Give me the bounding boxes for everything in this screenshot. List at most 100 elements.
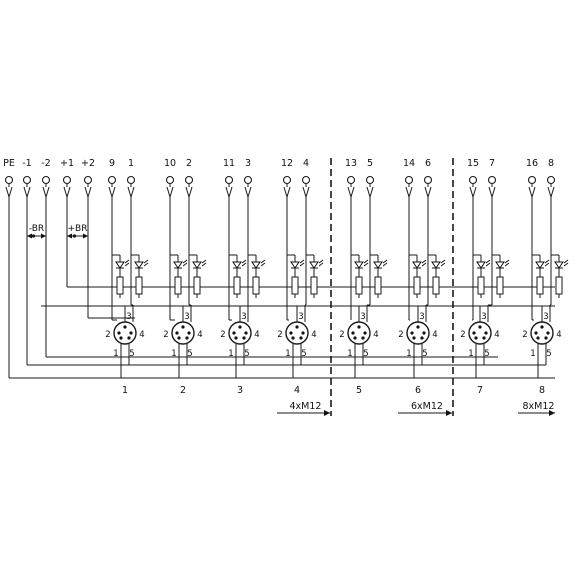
pin-dot xyxy=(117,331,121,335)
led-icon xyxy=(554,261,564,269)
resistors xyxy=(116,276,563,295)
bridge-arrow-icon xyxy=(27,233,32,239)
led-ray xyxy=(318,262,324,267)
pin-dot xyxy=(123,325,127,329)
pin-label: 1 xyxy=(530,349,535,359)
terminal-fork xyxy=(8,186,13,198)
pin-label: 1 xyxy=(171,349,176,359)
pin-dot xyxy=(127,336,131,340)
terminal-fork xyxy=(166,186,171,198)
terminal-fork xyxy=(5,186,10,198)
connector-label: 3 xyxy=(237,385,243,396)
terminal-label: 8 xyxy=(548,158,554,169)
terminal-fork xyxy=(305,186,310,198)
m12-connector-icon xyxy=(530,321,554,345)
variant-label: 4xM12 xyxy=(290,401,322,412)
pin-label: 2 xyxy=(220,330,225,340)
led-ray xyxy=(201,262,207,267)
pin-dot xyxy=(484,331,488,335)
pin-dot xyxy=(474,336,478,340)
terminal-fork xyxy=(366,186,371,198)
terminal-fork xyxy=(283,186,288,198)
resistor xyxy=(174,276,182,295)
led-icon xyxy=(535,261,545,269)
terminal-ring-icon xyxy=(224,175,234,185)
pin-dot xyxy=(546,331,550,335)
pin-dot xyxy=(422,331,426,335)
connector-label: 7 xyxy=(477,385,483,396)
bridge-dot xyxy=(72,234,77,238)
terminal-fork xyxy=(424,186,429,198)
led-icon xyxy=(115,261,125,269)
led-ray xyxy=(544,262,550,267)
pin-label: 3 xyxy=(126,312,131,322)
pin-dot xyxy=(361,336,365,340)
pin-dot xyxy=(295,325,299,329)
terminal-fork xyxy=(127,186,132,198)
m12-connector-icon xyxy=(171,321,195,345)
terminal-ring-icon xyxy=(126,175,136,185)
resistor xyxy=(555,276,563,295)
pin-dot xyxy=(299,336,303,340)
pin-label: 3 xyxy=(298,312,303,322)
terminal-fork xyxy=(491,186,496,198)
terminal-fork xyxy=(547,186,552,198)
terminal-fork xyxy=(531,186,536,198)
led-icon xyxy=(495,261,505,269)
pin-label: 3 xyxy=(419,312,424,322)
m12-connector-icon xyxy=(285,321,309,345)
pin-label: 2 xyxy=(460,330,465,340)
terminal-ring-icon xyxy=(282,175,292,185)
terminal-fork xyxy=(188,186,193,198)
m12-connector-icon xyxy=(468,321,492,345)
terminal-label: +1 xyxy=(60,158,74,169)
terminal-label: 16 xyxy=(526,158,538,169)
terminal-fork xyxy=(244,186,249,198)
terminal-label: -2 xyxy=(41,158,50,169)
led-icon xyxy=(309,261,319,269)
terminal-fork xyxy=(87,186,92,198)
pin-dot xyxy=(289,331,293,335)
pin-dot xyxy=(536,336,540,340)
connector-label: 1 xyxy=(122,385,128,396)
led-ray xyxy=(299,259,305,264)
terminal-fork xyxy=(130,186,135,198)
resistor xyxy=(291,276,299,295)
variant-arrow-icon xyxy=(549,410,555,416)
terminal-label: 12 xyxy=(281,158,293,169)
resistor xyxy=(496,276,504,295)
pin-dot xyxy=(177,336,181,340)
pin-dot xyxy=(291,336,295,340)
pin-dot xyxy=(119,336,123,340)
terminal-label: 7 xyxy=(489,158,495,169)
terminal-fork xyxy=(185,186,190,198)
terminal-ring-icon xyxy=(243,175,253,185)
led-ray xyxy=(241,262,247,267)
pin-label: 5 xyxy=(187,349,192,359)
pin-dot xyxy=(416,325,420,329)
led-icon xyxy=(431,261,441,269)
terminal-fork xyxy=(472,186,477,198)
led-ray xyxy=(363,259,369,264)
terminal-label: 11 xyxy=(223,158,235,169)
wiring xyxy=(8,158,560,416)
resistor xyxy=(135,276,143,295)
resistor xyxy=(374,276,382,295)
led-ray xyxy=(182,262,188,267)
pin-dot xyxy=(478,325,482,329)
terminal-label: 9 xyxy=(109,158,115,169)
led-icon xyxy=(173,261,183,269)
pin-dot xyxy=(420,336,424,340)
pin-dot xyxy=(534,331,538,335)
terminal-fork xyxy=(488,186,493,198)
pin-label: 2 xyxy=(163,330,168,340)
terminal-block xyxy=(4,175,556,198)
terminal-label: 2 xyxy=(186,158,192,169)
led-ray xyxy=(421,262,427,267)
terminal-fork xyxy=(469,186,474,198)
terminal-fork xyxy=(247,186,252,198)
pin-label: 5 xyxy=(363,349,368,359)
pin-label: 3 xyxy=(241,312,246,322)
pin-label: 2 xyxy=(277,330,282,340)
terminal-fork xyxy=(66,186,71,198)
